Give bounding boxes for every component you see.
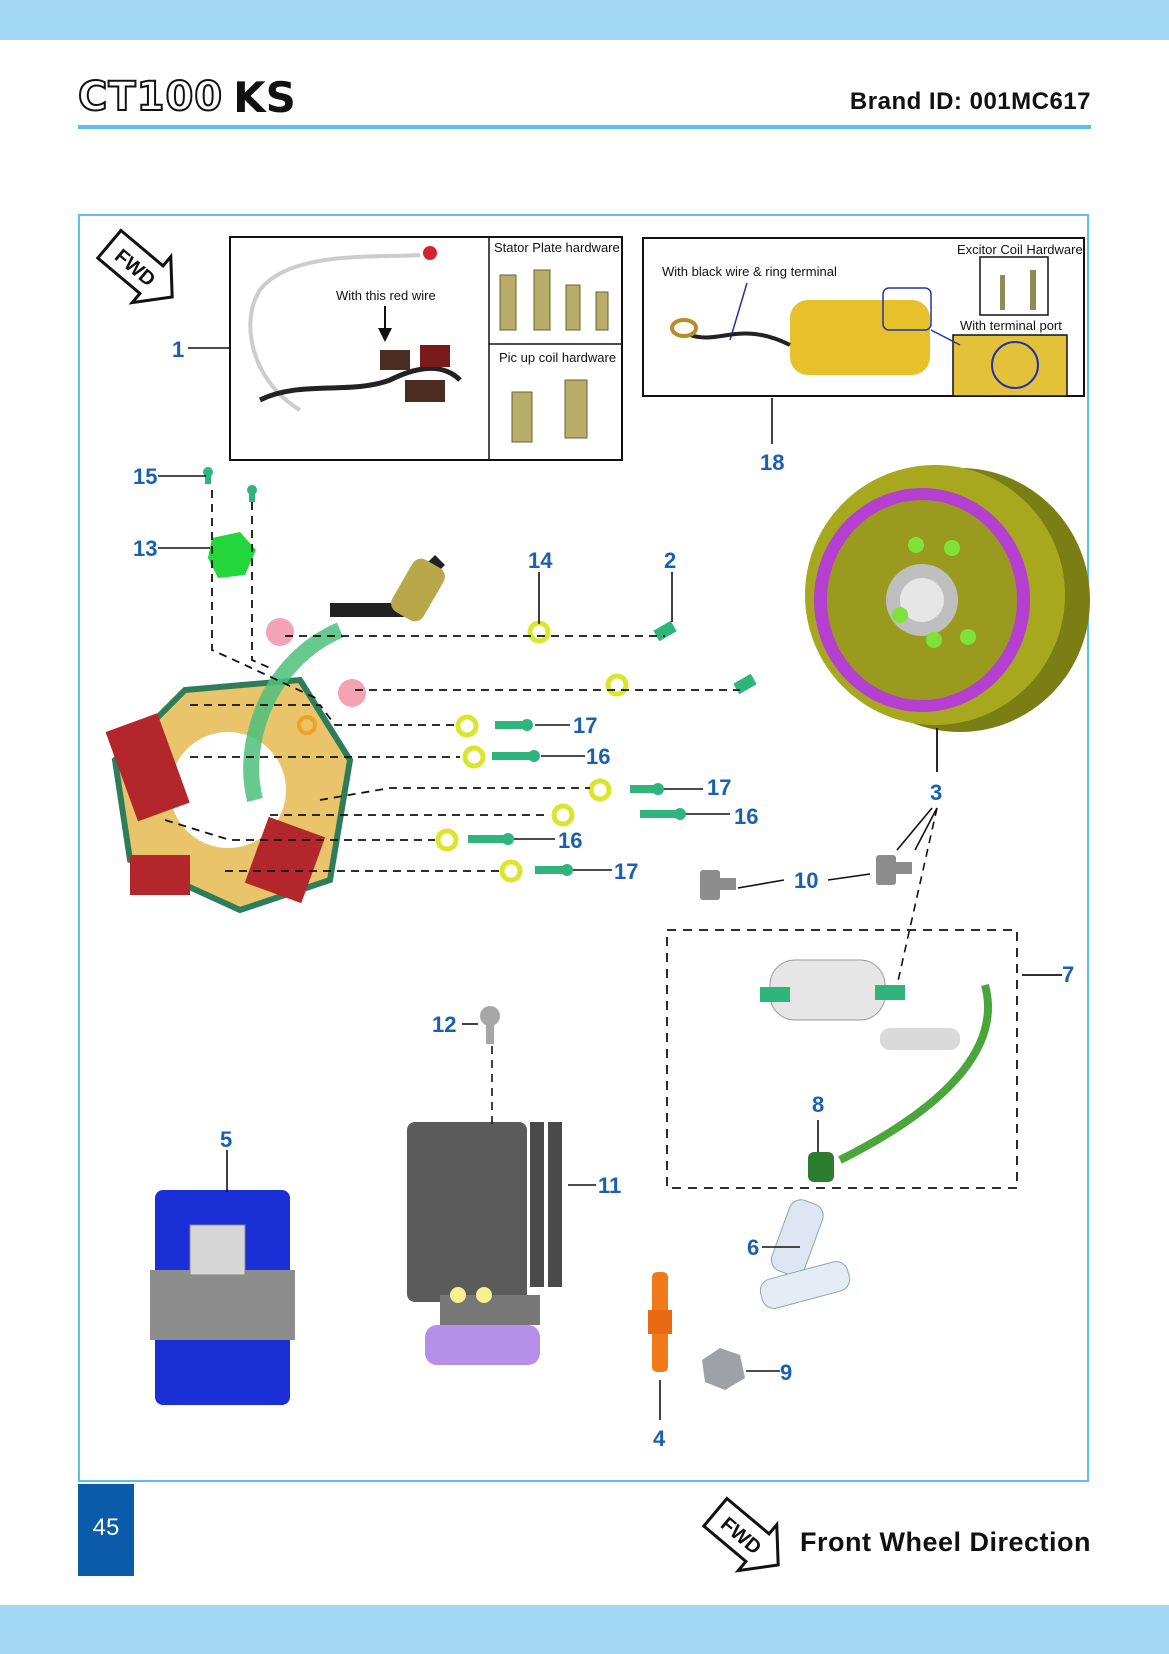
regulator-rectifier-illustration	[407, 1006, 562, 1365]
callout-16c: 16	[558, 828, 582, 853]
regulator-leaders	[462, 1023, 596, 1186]
fwd-arrow-icon: FWD	[95, 228, 174, 305]
stator-assembly-illustration	[105, 555, 445, 914]
callout-5: 5	[220, 1127, 232, 1152]
callout-7: 7	[1062, 962, 1074, 987]
black-wire-caption: With black wire & ring terminal	[662, 264, 837, 279]
callout-11: 11	[598, 1173, 621, 1198]
cdi-unit-illustration	[150, 1190, 295, 1405]
excitor-coil-hardware-caption: Excitor Coil Hardware	[957, 242, 1083, 257]
bolt-illustration	[700, 855, 912, 900]
model-logo: CT100 KS	[77, 72, 296, 122]
top-leaders	[158, 347, 773, 871]
callout-13: 13	[133, 536, 157, 561]
stator-hardware-illustration	[203, 467, 757, 883]
plug-cap-illustration	[648, 1199, 851, 1390]
flywheel-rotor-illustration	[805, 465, 1090, 732]
callout-2: 2	[664, 548, 676, 573]
excitor-photo-box: With black wire & ring terminal Excitor …	[642, 237, 1085, 397]
callout-10: 10	[794, 868, 818, 893]
bottom-band	[0, 1605, 1169, 1654]
stator-leader-lines	[164, 490, 740, 872]
stator-photo-box: Stator Plate hardware Pic up coil hardwa…	[229, 236, 623, 461]
callout-14: 14	[528, 548, 553, 573]
stator-plate-hardware-caption: Stator Plate hardware	[494, 240, 620, 255]
terminal-port-caption: With terminal port	[960, 318, 1062, 333]
top-band	[0, 0, 1169, 40]
callout-9: 9	[780, 1360, 792, 1385]
callout-1: 1	[172, 337, 184, 362]
callout-3: 3	[930, 780, 942, 805]
callout-15: 15	[133, 464, 157, 489]
ignition-coil-illustration	[760, 959, 992, 1182]
callout-17c: 17	[614, 859, 638, 884]
diagram-frame	[78, 214, 1089, 1482]
callout-16a: 16	[586, 744, 610, 769]
footer-fwd-arrow-icon: FWD	[701, 1496, 780, 1573]
callout-6: 6	[747, 1235, 759, 1260]
callout-18: 18	[760, 450, 784, 475]
lower-leaders	[659, 1246, 800, 1420]
callout-17b: 17	[707, 775, 731, 800]
callout-12: 12	[432, 1012, 456, 1037]
page-number: 45	[78, 1484, 134, 1576]
callout-17a: 17	[573, 713, 597, 738]
bolt-leaders	[737, 807, 938, 991]
brand-id: Brand ID: 001MC617	[849, 88, 1091, 115]
logo-outline-text: CT100	[77, 73, 224, 121]
header-divider	[78, 125, 1091, 129]
red-wire-caption: With this red wire	[336, 288, 436, 303]
front-wheel-direction-label: Front Wheel Direction	[799, 1527, 1091, 1557]
pic-up-coil-hardware-caption: Pic up coil hardware	[499, 350, 616, 365]
callout-4: 4	[653, 1426, 666, 1451]
logo-solid-text: KS	[233, 72, 296, 122]
callout-8: 8	[812, 1092, 824, 1117]
callout-16b: 16	[734, 804, 758, 829]
